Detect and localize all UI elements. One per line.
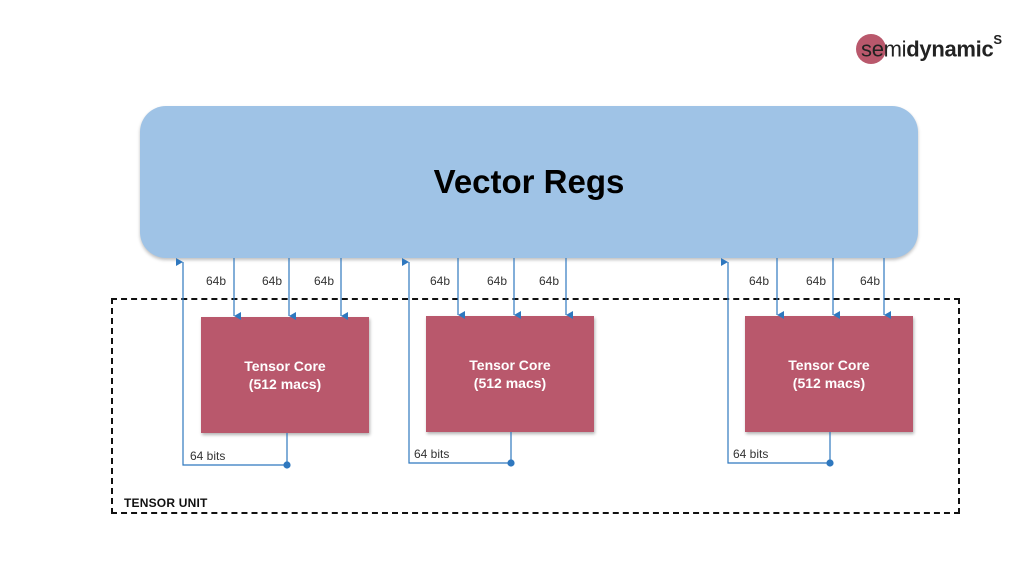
tensor-core-3-title: Tensor Core [788, 357, 870, 373]
output-width-label: 64 bits [733, 447, 769, 461]
logo-wordmark: semidynamicS [861, 32, 1002, 62]
input-width-label: 64b [539, 274, 560, 288]
logo-text-bold: dynamic [906, 36, 994, 62]
tensor-core-2-title: Tensor Core [469, 357, 551, 373]
output-bus-wire [402, 258, 512, 464]
semidynamics-logo: semidynamicS [852, 30, 1012, 70]
junction-dot [826, 459, 834, 467]
logo-text-regular: semi [861, 36, 907, 62]
input-width-label: 64b [262, 274, 283, 288]
output-bus-wire [176, 258, 288, 466]
tensor-core-3: Tensor Core (512 macs) [745, 316, 913, 432]
input-width-label: 64b [749, 274, 770, 288]
input-width-label: 64b [806, 274, 827, 288]
input-width-label: 64b [206, 274, 227, 288]
vector-regs-block: Vector Regs [140, 106, 918, 258]
input-width-label: 64b [314, 274, 335, 288]
tensor-core-3-subtitle: (512 macs) [792, 375, 866, 391]
output-bus-wire [721, 258, 831, 464]
logo-circle [856, 34, 886, 64]
tensor-unit-label: TENSOR UNIT [124, 496, 208, 510]
vector-regs-label: Vector Regs [433, 163, 625, 200]
junction-dot [283, 461, 291, 469]
tensor-unit-boundary [111, 298, 960, 514]
tensor-core-2: Tensor Core (512 macs) [426, 316, 594, 432]
input-width-label: 64b [487, 274, 508, 288]
output-width-label: 64 bits [190, 449, 226, 463]
logo-superscript: S [993, 32, 1002, 47]
input-width-label: 64b [430, 274, 451, 288]
tensor-core-2-subtitle: (512 macs) [473, 375, 547, 391]
tensor-core-1-subtitle: (512 macs) [248, 376, 322, 392]
tensor-core-1-title: Tensor Core [244, 358, 326, 374]
input-width-label: 64b [860, 274, 881, 288]
tensor-core-1: Tensor Core (512 macs) [201, 317, 369, 433]
junction-dot [507, 459, 515, 467]
output-width-label: 64 bits [414, 447, 450, 461]
